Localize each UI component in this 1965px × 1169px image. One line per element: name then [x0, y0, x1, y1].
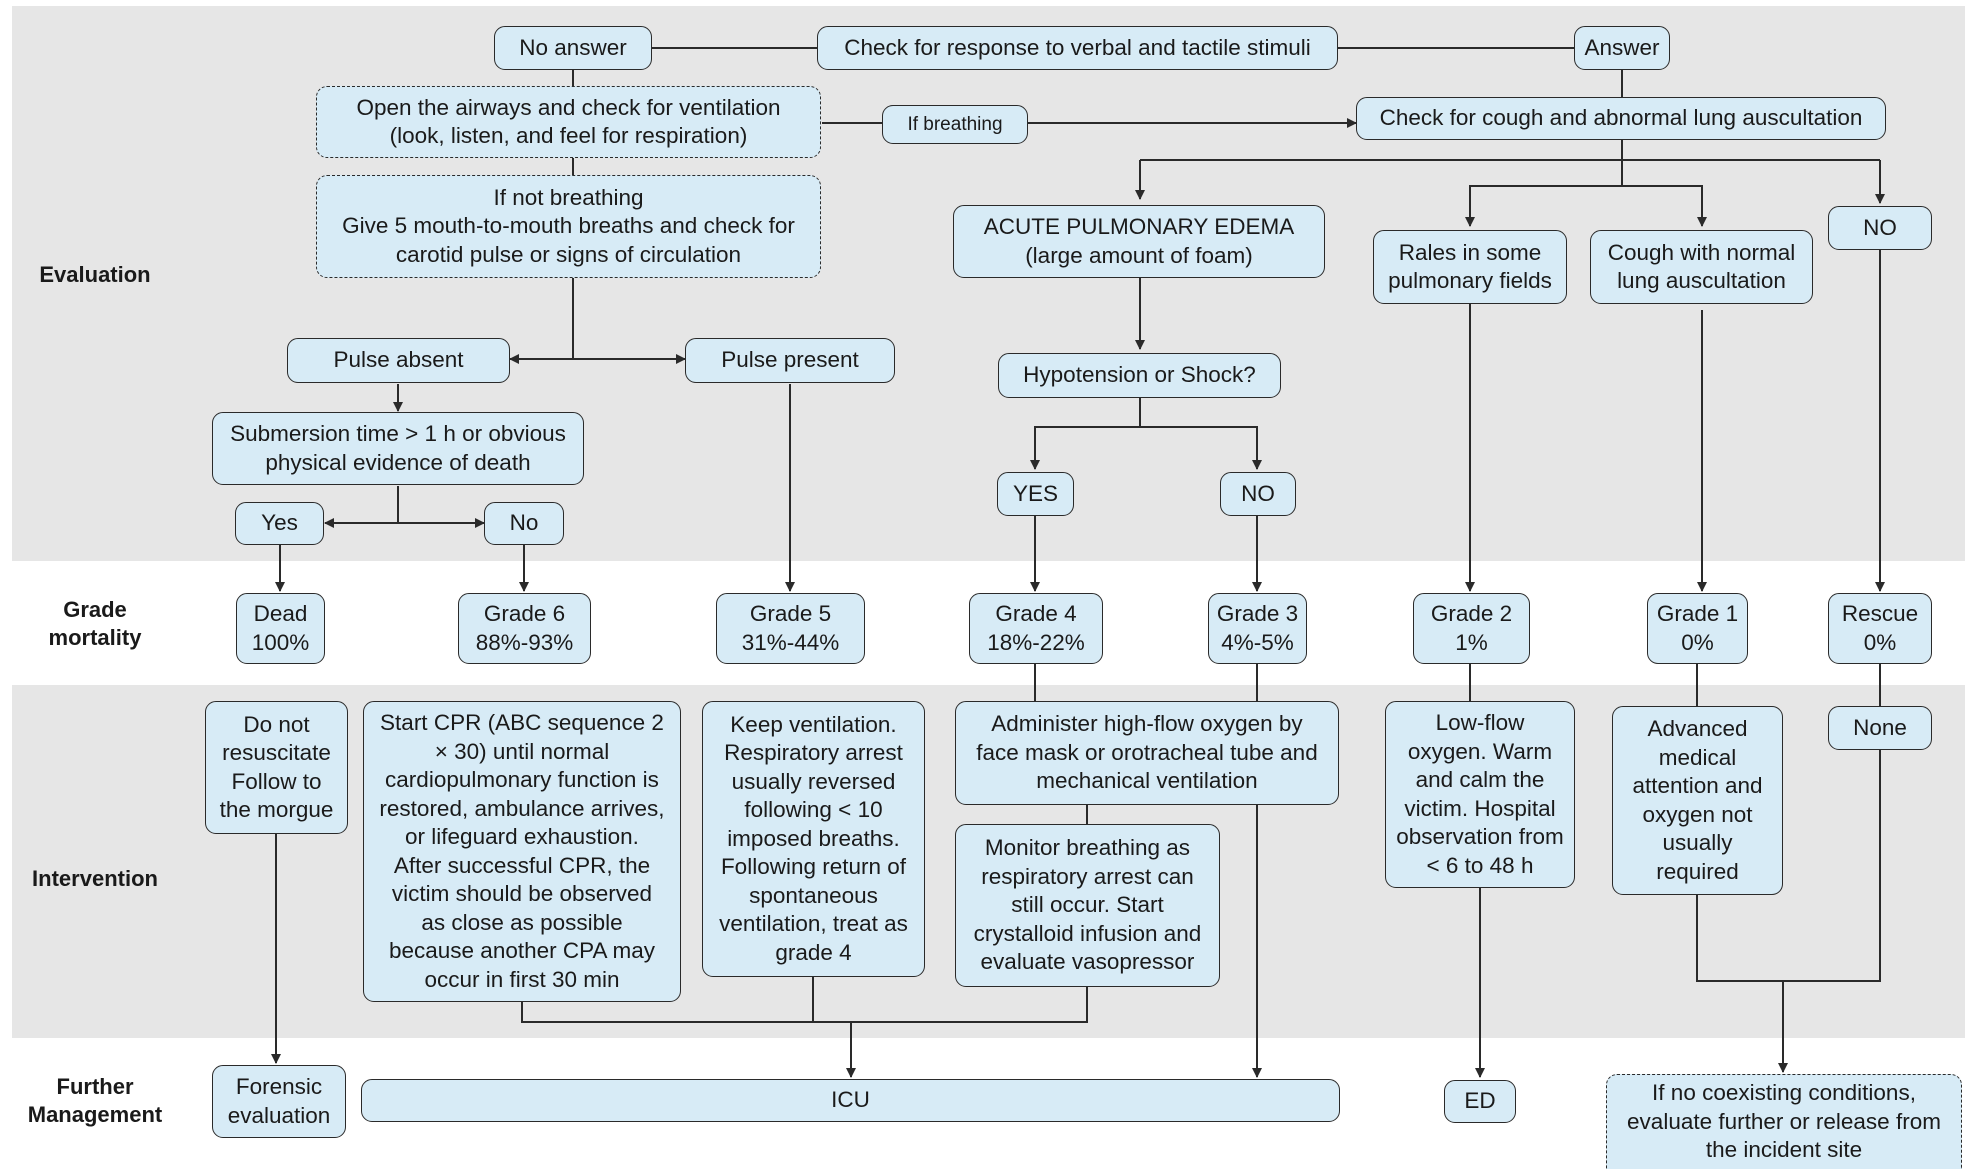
- release-node: If no coexisting conditions, evaluate fu…: [1606, 1074, 1962, 1169]
- row-label-intervention: Intervention: [32, 866, 158, 891]
- submersion-node: Submersion time > 1 h or obvious physica…: [212, 412, 584, 485]
- yes-death-node: Yes: [235, 502, 324, 545]
- open-airways-node: Open the airways and check for ventilati…: [316, 86, 821, 158]
- forensic-evaluation-node: Forensic evaluation: [212, 1065, 346, 1138]
- no-death-node: No: [484, 502, 564, 545]
- check-cough-node: Check for cough and abnormal lung auscul…: [1356, 97, 1886, 140]
- grade1-node: Grade 1 0%: [1647, 593, 1748, 664]
- rales-node: Rales in some pulmonary fields: [1373, 230, 1567, 304]
- no-cough-node: NO: [1828, 206, 1932, 250]
- answer-node: Answer: [1574, 26, 1670, 70]
- row-label-grade-mortality: Grade mortality: [48, 597, 142, 650]
- grade6-node: Grade 6 88%-93%: [458, 593, 591, 664]
- do-not-resuscitate-node: Do not resuscitate Follow to the morgue: [205, 701, 348, 834]
- icu-node: ICU: [361, 1079, 1340, 1122]
- pulse-present-node: Pulse present: [685, 338, 895, 383]
- grade4-node: Grade 4 18%-22%: [969, 593, 1103, 664]
- pulse-absent-node: Pulse absent: [287, 338, 510, 383]
- none-node: None: [1828, 706, 1932, 750]
- start-cpr-node: Start CPR (ABC sequence 2 × 30) until no…: [363, 701, 681, 1002]
- yes-shock-node: YES: [997, 472, 1074, 516]
- no-answer-node: No answer: [494, 26, 652, 70]
- rescue-node: Rescue 0%: [1828, 593, 1932, 664]
- no-shock-node: NO: [1220, 472, 1296, 516]
- row-label-evaluation: Evaluation: [39, 262, 151, 287]
- acute-pulmonary-edema-node: ACUTE PULMONARY EDEMA (large amount of f…: [953, 205, 1325, 278]
- check-response-node: Check for response to verbal and tactile…: [817, 26, 1338, 70]
- grade3-node: Grade 3 4%-5%: [1208, 593, 1307, 664]
- low-flow-oxygen-node: Low-flow oxygen. Warm and calm the victi…: [1385, 701, 1575, 888]
- dead-grade-node: Dead 100%: [236, 593, 325, 664]
- grade5-node: Grade 5 31%-44%: [716, 593, 865, 664]
- if-not-breathing-node: If not breathing Give 5 mouth-to-mouth b…: [316, 175, 821, 278]
- advanced-medical-node: Advanced medical attention and oxygen no…: [1612, 706, 1783, 895]
- keep-ventilation-node: Keep ventilation. Respiratory arrest usu…: [702, 701, 925, 977]
- hypotension-node: Hypotension or Shock?: [998, 353, 1281, 398]
- cough-normal-node: Cough with normal lung auscultation: [1590, 230, 1813, 304]
- ed-node: ED: [1444, 1080, 1516, 1123]
- high-flow-oxygen-node: Administer high-flow oxygen by face mask…: [955, 701, 1339, 805]
- grade2-node: Grade 2 1%: [1413, 593, 1530, 664]
- if-breathing-node: If breathing: [882, 105, 1028, 144]
- row-label-further-management: Further Management: [27, 1074, 163, 1127]
- monitor-breathing-node: Monitor breathing as respiratory arrest …: [955, 824, 1220, 987]
